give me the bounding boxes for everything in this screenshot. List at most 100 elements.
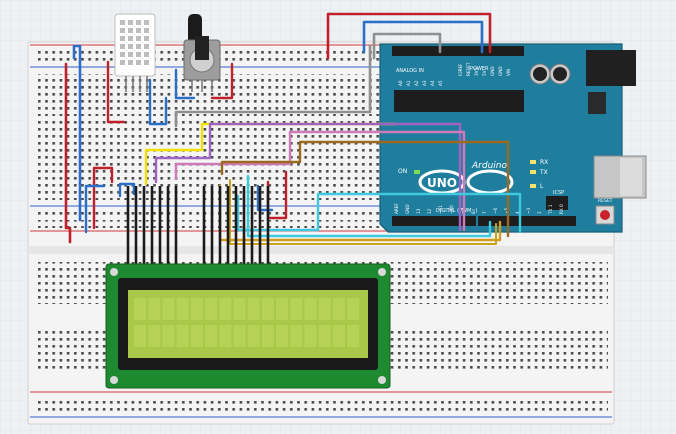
lcd-cell (176, 325, 189, 347)
analog-pin-label: A2 (414, 80, 419, 86)
wire-brown (220, 140, 510, 238)
lcd-header-pins (126, 186, 270, 268)
power-pin-label: VIN (506, 69, 511, 76)
lcd-cell (318, 325, 331, 347)
lcd-cell (332, 325, 345, 347)
on-label: ON (398, 168, 407, 175)
digital-pin-label: ~5 (504, 207, 509, 214)
lcd-mount-hole-tr (378, 268, 386, 276)
digital-header-left (392, 216, 476, 226)
analog-label: ANALOG IN (396, 68, 424, 74)
digital-pin-label: ~10 (449, 205, 454, 214)
reset-button-cap[interactable] (600, 210, 610, 220)
digital-pin-label: ~11 (438, 205, 443, 214)
wire-gold-2 (229, 179, 497, 245)
lcd-cell (290, 325, 303, 347)
lcd-cell (347, 298, 360, 320)
dht-vent (136, 44, 141, 49)
rx-label: RX (540, 159, 548, 166)
dht-vent (136, 20, 141, 25)
lcd-cell (247, 325, 260, 347)
dht-vent (128, 44, 133, 49)
top-rail-holes-1 (38, 48, 608, 56)
digital-pin-label: 2 (537, 211, 542, 214)
dht-vent (144, 52, 149, 57)
analog-pin-label: A3 (422, 80, 427, 86)
tx-led (530, 170, 536, 174)
digital-pin-label: ~6 (493, 207, 498, 214)
lcd-cell (205, 298, 218, 320)
lcd-cell (134, 298, 147, 320)
dht-vent (144, 28, 149, 33)
lcd-cell (176, 298, 189, 320)
lcd-cell (134, 325, 147, 347)
wire-red-sensor (106, 60, 126, 124)
lcd-cell (190, 325, 203, 347)
lcd-cell (162, 298, 175, 320)
lcd-cell (233, 325, 246, 347)
arduino-board: UNO Arduino ON RX TX L ICSP RESET POWER … (379, 43, 647, 233)
mid-rail-holes-2 (38, 220, 608, 228)
power-label: POWER (470, 66, 489, 72)
lcd-cell (162, 325, 175, 347)
power-pin-label: GND (498, 66, 503, 76)
digital-pin-label: RX 0 (559, 204, 564, 214)
wire-blue-lcd-rw (118, 182, 136, 198)
dht-vent (128, 52, 133, 57)
dht-vent (136, 52, 141, 57)
lcd-cell (347, 325, 360, 347)
voltage-regulator (588, 92, 606, 114)
board-brand-label: Arduino (471, 161, 507, 171)
dc-power-jack (586, 50, 636, 86)
dht-vent (128, 60, 133, 65)
dht-vent (144, 44, 149, 49)
lcd-cell (290, 298, 303, 320)
lcd-cell (247, 298, 260, 320)
lcd-cell (304, 298, 317, 320)
breadboard-divider (28, 246, 614, 254)
wire-blue-gnd (362, 20, 484, 54)
microcontroller-chip (394, 90, 524, 112)
dht-vent (120, 36, 125, 41)
icsp-header (546, 196, 568, 210)
power-header (392, 46, 464, 56)
digital-pin-label: 8 (471, 211, 476, 214)
dht-vent (128, 36, 133, 41)
potentiometer-shaft[interactable] (195, 36, 209, 60)
power-pin-label: GND (490, 66, 495, 76)
digital-header-right (478, 216, 576, 226)
power-pin-label: 3V3 (474, 67, 479, 76)
power-pin-label: IOREF (458, 63, 463, 76)
dht-vent (144, 60, 149, 65)
wire-blue-sensor (148, 78, 168, 126)
icsp-label: ICSP (553, 190, 564, 196)
lcd-mount-hole-bl (110, 376, 118, 384)
reset-label: RESET (598, 198, 613, 204)
digital-pin-label: GND (405, 204, 410, 214)
mid-rail-holes-1 (38, 208, 608, 216)
analog-pin-label: A0 (398, 80, 403, 86)
tx-label: TX (539, 169, 548, 176)
digital-pin-label: 12 (427, 208, 432, 214)
wire-red-5v (326, 12, 492, 60)
rx-led (530, 160, 536, 164)
lcd-cell (190, 298, 203, 320)
lcd-cell (261, 298, 274, 320)
lcd-cell (205, 325, 218, 347)
digital-pin-label: 4 (515, 211, 520, 214)
capacitor-2-top (553, 67, 567, 81)
dht-vent (120, 52, 125, 57)
wire-red-left-rail (64, 62, 72, 244)
lcd-cell (148, 325, 161, 347)
dht-vent (144, 20, 149, 25)
potentiometer (183, 14, 221, 92)
lcd-cell (219, 325, 232, 347)
l-label: L (540, 183, 544, 190)
bottom-rail-holes-2 (38, 405, 608, 413)
dht-vent (144, 36, 149, 41)
lcd-cell (261, 325, 274, 347)
